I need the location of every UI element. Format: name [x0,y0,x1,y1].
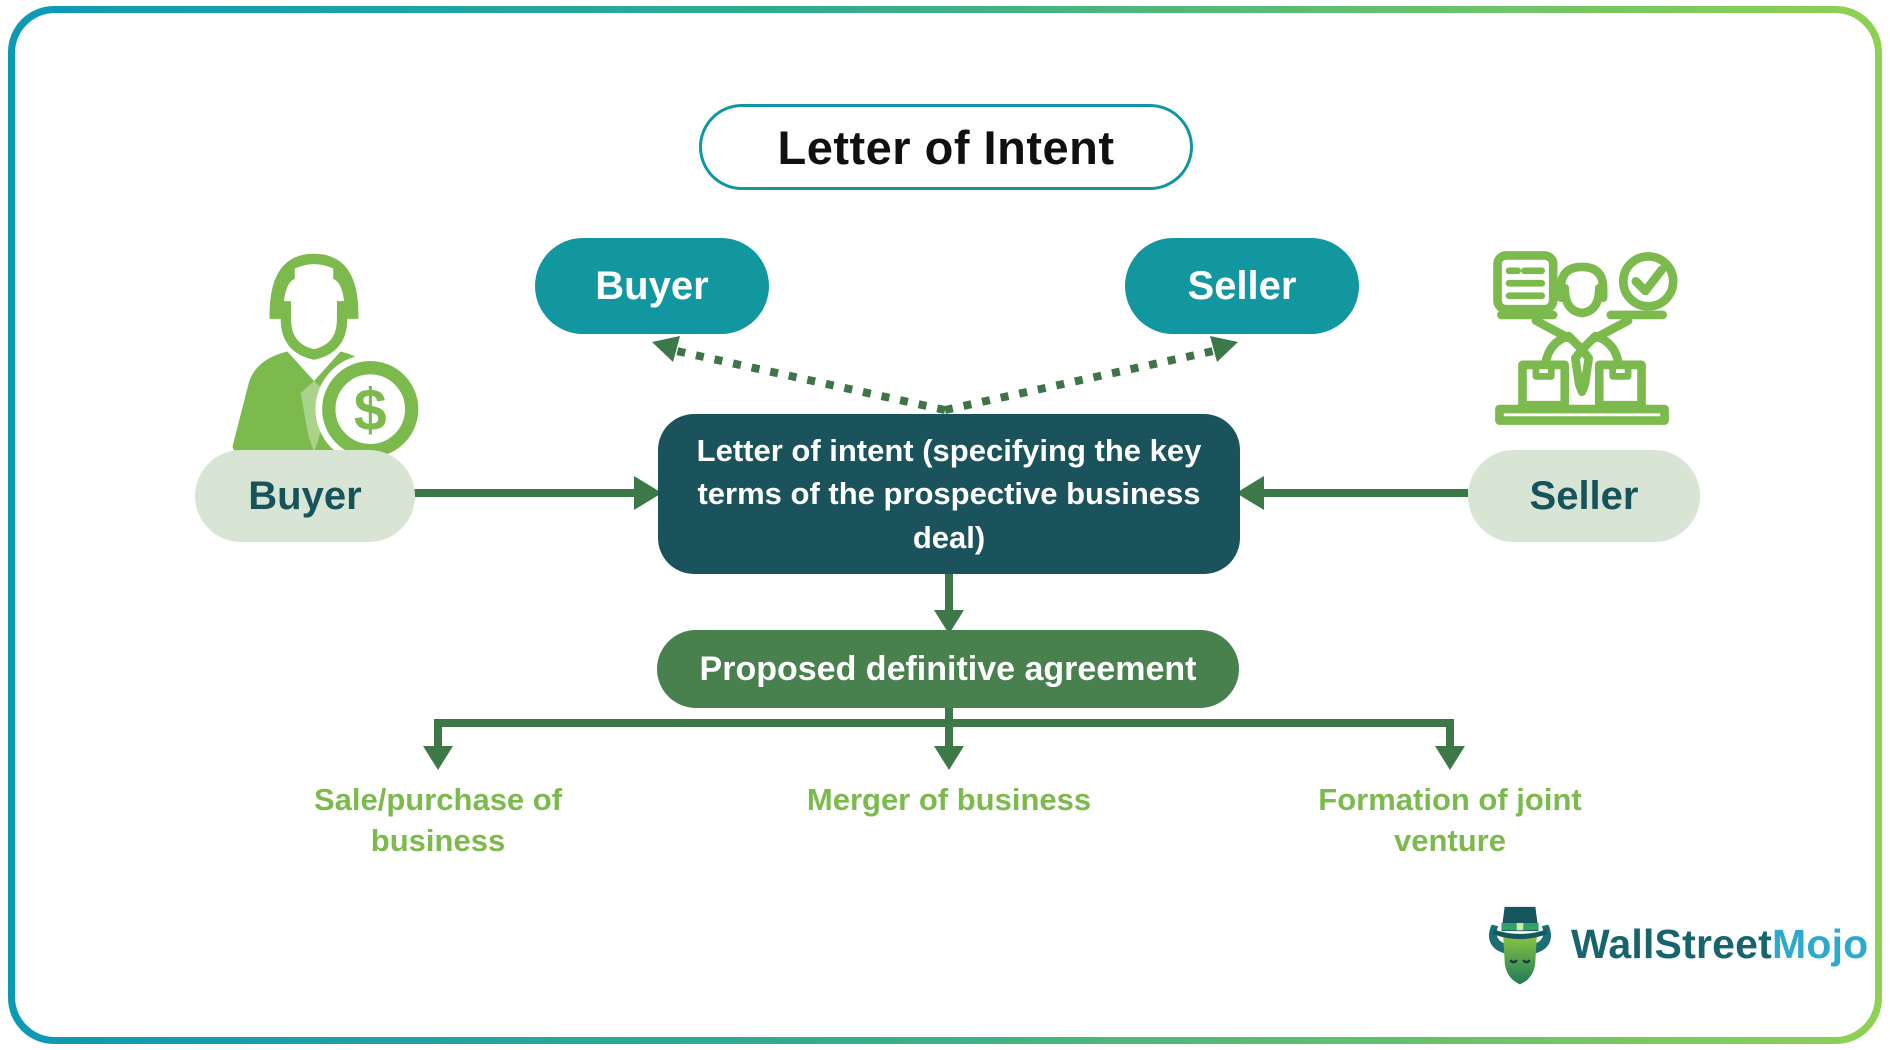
logo-wallstreet-text: WallStreet [1571,920,1772,967]
buyer-side-pill: Buyer [195,450,415,542]
wallstreetmojo-logo: WallStreetMojo [1483,902,1868,986]
outcome-joint-venture: Formation of joint venture [1318,782,1582,858]
agreement-pill: Proposed definitive agreement [657,630,1239,708]
bull-tophat-icon [1488,906,1552,985]
outcome-sale-purchase: Sale/purchase of business [313,782,563,858]
seller-icon-check-mark [1631,265,1666,296]
agreement-label: Proposed definitive agreement [699,649,1197,688]
seller-icon-left-box [1518,360,1570,410]
seller-icon-document-lines [1505,267,1546,300]
logo-wordmark: WallStreetMojo [1571,921,1868,968]
buyer-side-label: Buyer [248,473,362,518]
buyer-party-pill: Buyer [535,238,769,334]
seller-icon-check-circle [1618,252,1678,311]
outcome-merger: Merger of business [806,782,1092,817]
page-title: Letter of Intent [699,104,1193,190]
seller-icon-table [1495,404,1669,425]
seller-icon-tie [1570,345,1594,397]
bull-hat-buckle [1516,923,1524,931]
page-title-text: Letter of Intent [777,120,1115,174]
seller-icon-left-box-notch [1532,361,1555,380]
seller-icon-left-arm [1497,310,1573,343]
logo-mojo-text: Mojo [1771,920,1869,967]
seller-side-pill: Seller [1468,450,1700,542]
buyer-party-label: Buyer [595,263,709,308]
seller-merchant-goods-icon [1493,251,1678,425]
seller-icon-head [1556,262,1608,302]
seller-icon-document [1493,251,1558,314]
seller-icon-right-box [1594,360,1646,410]
bull-eyes [1509,959,1531,964]
bull-hat-brim [1493,929,1547,940]
seller-party-pill: Seller [1125,238,1359,334]
buyer-icon-dollar-glyph: $ [354,376,387,443]
seller-icon-right-box-notch [1609,361,1632,380]
seller-icon-jaw [1560,283,1604,318]
seller-icon-right-arm [1591,310,1667,343]
letter-of-intent-text: Letter of intent (specifying the key ter… [696,432,1202,555]
bull-face [1503,934,1537,985]
buyer-businessman-dollar-icon: $ [232,253,425,458]
seller-party-label: Seller [1187,263,1297,308]
letter-of-intent-box: Letter of intent (specifying the key ter… [658,414,1240,574]
buyer-icon-face [280,301,348,360]
buyer-icon-hair [269,253,359,319]
seller-side-label: Seller [1529,473,1639,518]
